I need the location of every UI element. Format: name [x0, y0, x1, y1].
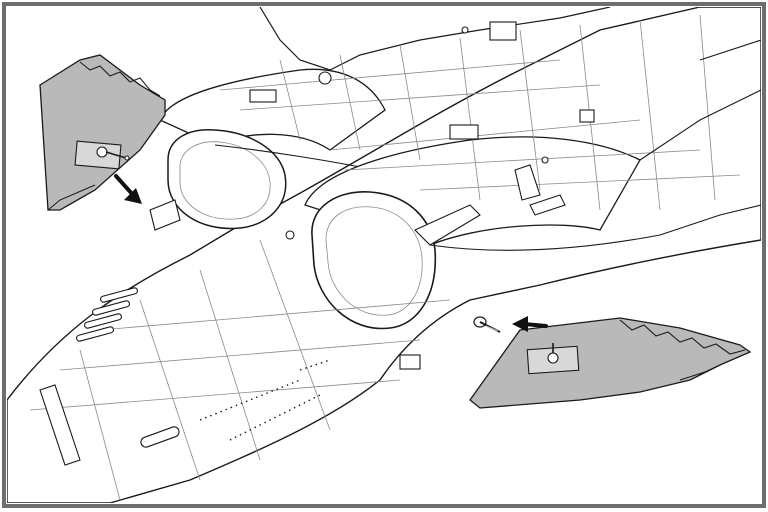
arrow-left-icon	[512, 316, 548, 332]
intake-ramps	[149, 164, 566, 246]
small-details	[39, 21, 595, 466]
fuselage-panel-lines	[29, 14, 741, 501]
screw-icon	[547, 343, 559, 364]
rivet-lines	[199, 359, 331, 441]
fuselage-screw-icon	[473, 316, 501, 333]
left-antenna-plate	[39, 54, 166, 211]
right-antenna-plate	[469, 317, 752, 409]
aircraft-body	[7, 7, 761, 503]
vent-slots	[75, 287, 180, 448]
upper-fuselage-spine	[259, 7, 611, 71]
screw-icon	[96, 146, 130, 161]
rear-fuselage	[639, 39, 761, 236]
left-engine-intake	[159, 68, 401, 230]
arrow-down-right-icon	[114, 174, 142, 204]
right-engine-intake	[304, 136, 661, 330]
